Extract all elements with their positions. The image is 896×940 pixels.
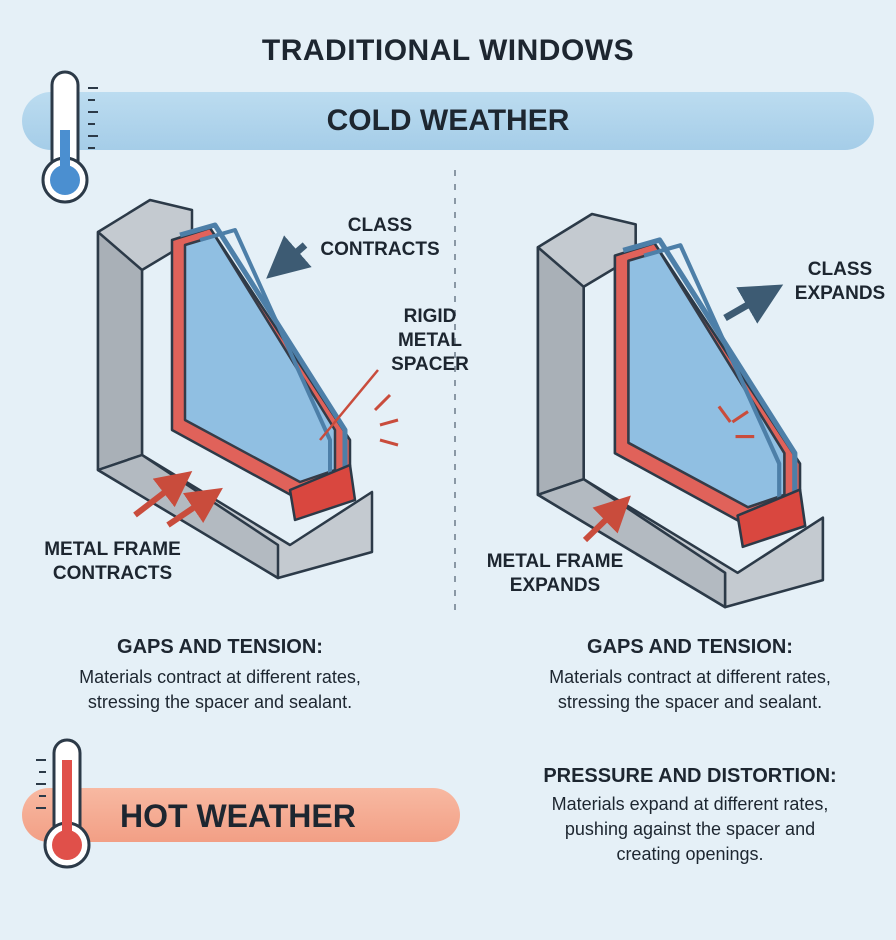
hot-weather-banner xyxy=(22,788,460,842)
frame-expands-label: METAL FRAME EXPANDS xyxy=(485,550,625,598)
label-line: CONTRACTS xyxy=(52,563,173,584)
description-line: pushing against the spacer and xyxy=(564,819,816,839)
label-line: EXPANDS xyxy=(794,283,886,304)
label-line: SPACER xyxy=(391,354,469,375)
description-line: Materials contract at different rates, xyxy=(79,667,361,687)
label-line: METAL FRAME xyxy=(486,551,624,572)
glass-expands-arrow xyxy=(723,284,784,324)
label-line: METAL FRAME xyxy=(44,539,181,560)
label-line: RIGID xyxy=(403,306,457,327)
frame-expands-arrow xyxy=(582,495,631,543)
description-line: Materials contract at different rates, xyxy=(549,667,831,687)
label-line: CLASS xyxy=(807,259,873,280)
description-line: stressing the spacer and sealant. xyxy=(557,692,823,712)
label-line: METAL xyxy=(397,330,463,351)
left-description: GAPS AND TENSION: Materials contract at … xyxy=(40,636,400,715)
pressure-description: PRESSURE AND DISTORTION: Materials expan… xyxy=(500,765,880,867)
glass-contracts-label: CLASS CONTRACTS xyxy=(315,214,445,262)
hot-thermometer-icon xyxy=(36,738,91,869)
description-line: stressing the spacer and sealant. xyxy=(87,692,353,712)
description-line: creating openings. xyxy=(616,844,764,864)
right-description: GAPS AND TENSION: Materials contract at … xyxy=(500,636,880,715)
glass-expands-label: CLASS EXPANDS xyxy=(780,258,896,306)
cold-thermometer-icon xyxy=(41,70,98,204)
page-title: TRADITIONAL WINDOWS xyxy=(261,34,635,67)
description-line: Materials expand at different rates, xyxy=(551,794,829,814)
label-line: EXPANDS xyxy=(509,575,601,596)
label-line: CONTRACTS xyxy=(320,239,440,260)
left-window-illustration xyxy=(96,198,399,580)
rigid-spacer-label: RIGID METAL SPACER xyxy=(375,305,485,377)
hot-weather-label: HOT WEATHER xyxy=(120,798,356,834)
label-line: CLASS xyxy=(347,215,413,236)
cold-weather-banner xyxy=(22,92,874,150)
description-heading: PRESSURE AND DISTORTION: xyxy=(543,765,837,787)
cold-weather-label: COLD WEATHER xyxy=(326,104,570,137)
description-heading: GAPS AND TENSION: xyxy=(117,636,323,658)
description-heading: GAPS AND TENSION: xyxy=(587,636,793,658)
frame-contracts-label: METAL FRAME CONTRACTS xyxy=(30,538,195,586)
